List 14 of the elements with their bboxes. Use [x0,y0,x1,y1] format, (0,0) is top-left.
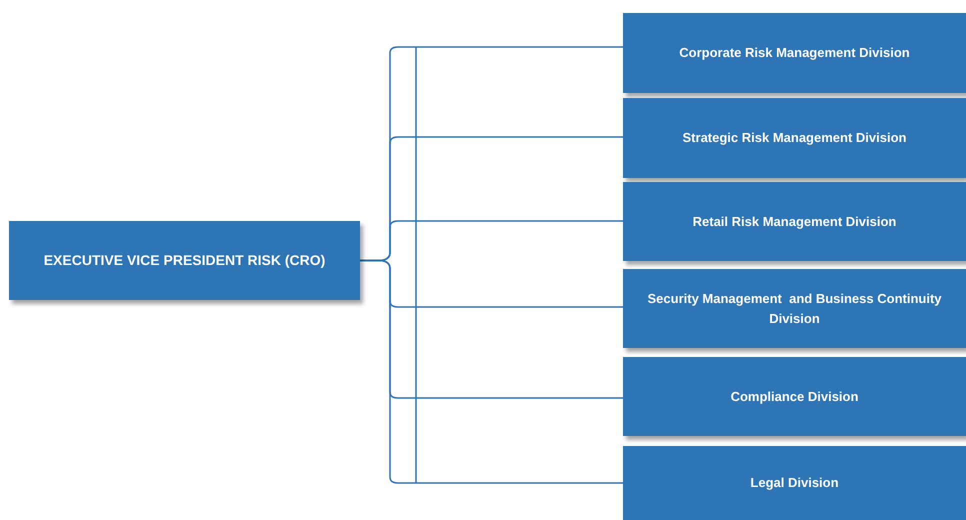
box-label: Security Management and Business Continuity Division [646,290,942,328]
box-label: EXECUTIVE VICE PRESIDENT RISK (CRO) [44,251,326,270]
division-box [623,269,966,348]
division-box [623,357,966,436]
executive-box [9,221,360,300]
division-box [623,446,966,520]
box-label: Strategic Risk Management Division [682,129,906,148]
division-box [623,182,966,261]
box-label: Compliance Division [730,388,858,406]
box-label: Corporate Risk Management Division [679,44,910,62]
box-label: Legal Division [750,474,839,492]
division-box [623,13,966,93]
box-label: Retail Risk Management Division [692,212,896,231]
division-box [623,98,966,178]
